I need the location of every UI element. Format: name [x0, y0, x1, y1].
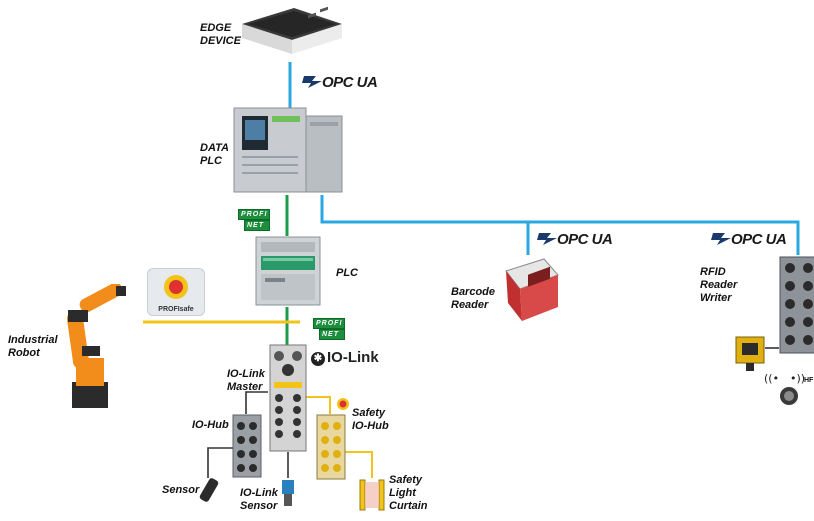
profinet-logo-bottom: PROFI NET: [313, 318, 346, 340]
master-to-iohub-cable: [245, 391, 268, 414]
data-plc-image: [232, 102, 344, 196]
safety-io-hub-image: [316, 414, 346, 480]
io-hub-label: IO-Hub: [192, 419, 229, 431]
dataplc-to-field-line: [320, 195, 800, 255]
emergency-stop-icon: [336, 397, 350, 411]
io-link-logo: ✱IO-Link: [311, 349, 379, 366]
edge-device-image: [238, 4, 346, 62]
rfid-wave-icon: •)): [790, 372, 806, 385]
plc-label: PLC: [336, 267, 358, 279]
rfid-wave-icon: ((•: [764, 372, 780, 385]
rfid-antenna-image: [735, 333, 765, 371]
io-link-master-image: [268, 344, 308, 452]
opc-bolt-icon: [302, 75, 324, 89]
rfid-hf-label: HF: [804, 377, 814, 384]
industrial-robot-image: [62, 282, 134, 410]
rfid-tag-image: [779, 386, 799, 406]
profisafe-badge: PROFIsafe: [147, 268, 205, 316]
plc-image: [255, 236, 321, 306]
opc-ua-logo-barcode: OPC UA: [537, 231, 613, 248]
sensor-label: Sensor: [162, 484, 200, 496]
opc-ua-logo-top: OPC UA: [302, 74, 378, 91]
io-link-sensor-image: [280, 478, 296, 508]
sensor-image: [198, 478, 220, 506]
opc-bolt-icon: [711, 232, 733, 246]
safety-light-curtain-image: [358, 478, 386, 512]
opc-bolt-icon: [537, 232, 559, 246]
rfid-module-image: [779, 256, 814, 354]
safetyhub-to-curtain-cable: [345, 451, 373, 478]
profisafe-label: PROFIsafe: [158, 306, 194, 313]
opc-ua-logo-rfid: OPC UA: [711, 231, 787, 248]
io-hub-image: [232, 414, 262, 478]
master-to-safetyhub-cable: [306, 396, 331, 414]
profinet-logo-top: PROFI NET: [238, 209, 271, 231]
io-link-icon: ✱: [311, 352, 325, 366]
barcode-reader-image: [500, 257, 562, 325]
iohub-to-sensor-cable: [207, 447, 235, 478]
